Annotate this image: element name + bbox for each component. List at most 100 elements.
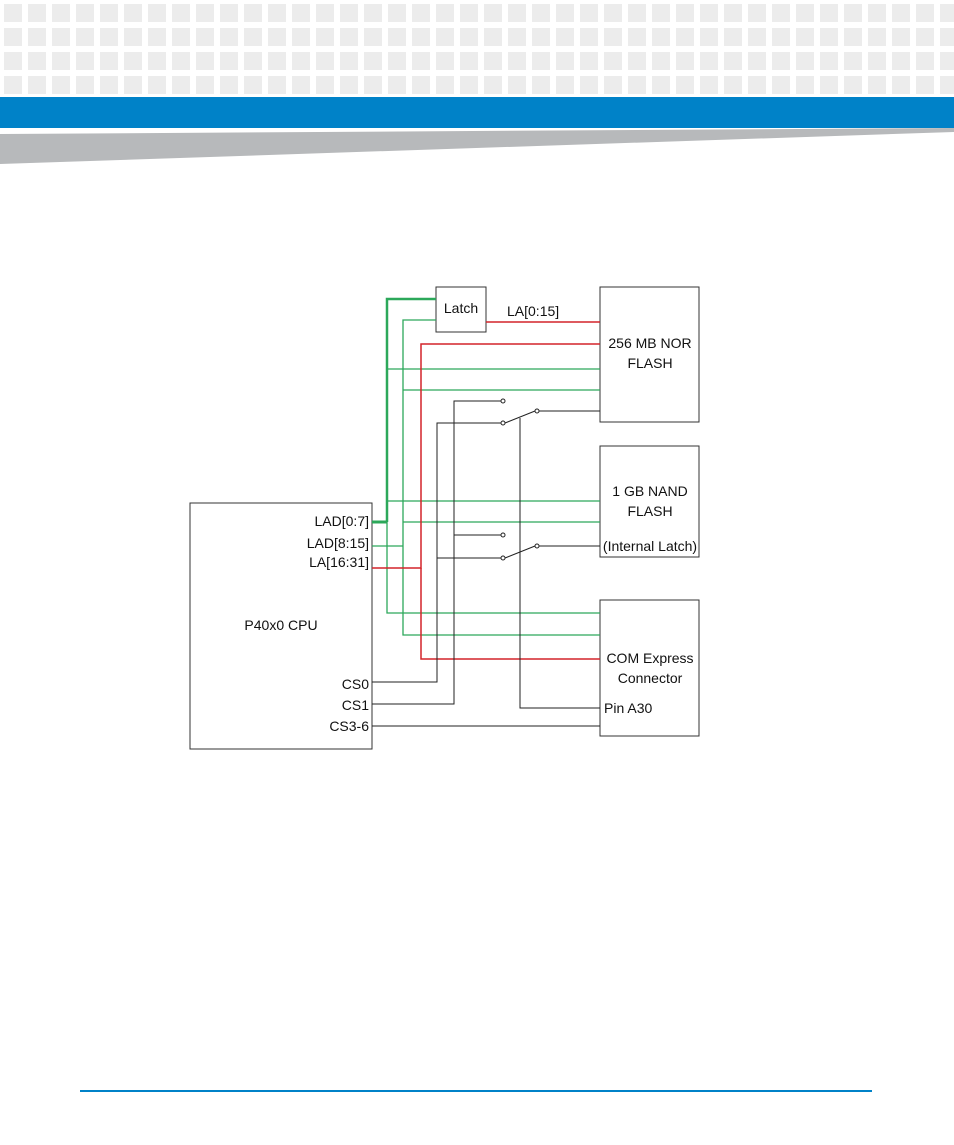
header-pattern-square: [100, 52, 118, 70]
lad-8-15-bus: [372, 319, 600, 636]
header-pattern-square: [820, 52, 838, 70]
header-pattern-square: [532, 28, 550, 46]
header-pattern-square: [172, 52, 190, 70]
header-pattern-square: [676, 28, 694, 46]
header-pattern-square: [436, 76, 454, 94]
footer-rule: [80, 1090, 872, 1092]
com-express-pin-a30-label: Pin A30: [604, 700, 652, 716]
header-pattern-square: [724, 76, 742, 94]
header-pattern-square: [604, 28, 622, 46]
header-pattern-square: [604, 4, 622, 22]
header-pattern-square: [820, 28, 838, 46]
header-pattern-square: [196, 4, 214, 22]
header-pattern-square: [700, 28, 718, 46]
header-pattern-square: [196, 52, 214, 70]
header-pattern-square: [484, 52, 502, 70]
header-pattern-square: [220, 4, 238, 22]
header-pattern-square: [244, 4, 262, 22]
header-pattern-square: [748, 28, 766, 46]
header-pattern-square: [868, 4, 886, 22]
header-pattern-square: [796, 4, 814, 22]
header-pattern-square: [4, 28, 22, 46]
header-pattern-square: [148, 4, 166, 22]
pin-la-16-31-label: LA[16:31]: [309, 554, 369, 570]
header-pattern-square: [580, 4, 598, 22]
header-pattern-square: [364, 76, 382, 94]
header-pattern-square: [172, 4, 190, 22]
header-pattern-square: [940, 52, 954, 70]
header-pattern-square: [148, 76, 166, 94]
header-pattern-square: [412, 52, 430, 70]
header-pattern-square: [940, 76, 954, 94]
header-pattern-square: [772, 28, 790, 46]
nor-flash-label-line1: 256 MB NOR: [608, 335, 691, 351]
header-pattern-square: [748, 4, 766, 22]
header-pattern-square: [940, 4, 954, 22]
header-pattern-square: [148, 28, 166, 46]
header-pattern-square: [772, 76, 790, 94]
latch-output-label: LA[0:15]: [507, 303, 559, 319]
header-pattern-square: [388, 76, 406, 94]
header-pattern-square: [244, 52, 262, 70]
header-pattern-square: [172, 28, 190, 46]
header-pattern-square: [388, 28, 406, 46]
header-square-pattern: [4, 4, 954, 94]
header-pattern-square: [316, 76, 334, 94]
header-pattern-square: [292, 52, 310, 70]
header-pattern-square: [172, 76, 190, 94]
header-pattern-square: [628, 52, 646, 70]
switch-contacts: [500, 398, 540, 561]
header-pattern-square: [700, 52, 718, 70]
header-pattern-square: [220, 52, 238, 70]
com-express-label-line2: Connector: [618, 670, 683, 686]
header-pattern-square: [508, 4, 526, 22]
header-pattern-square: [868, 76, 886, 94]
header-pattern-square: [124, 76, 142, 94]
header-pattern-square: [820, 76, 838, 94]
header-pattern-square: [484, 4, 502, 22]
header-pattern-square: [76, 4, 94, 22]
header-pattern-square: [532, 52, 550, 70]
header-pattern-square: [412, 4, 430, 22]
header-pattern-square: [52, 76, 70, 94]
header-pattern-square: [412, 28, 430, 46]
header-pattern-square: [676, 4, 694, 22]
header-pattern-square: [820, 4, 838, 22]
header-pattern-square: [748, 76, 766, 94]
header-pattern-square: [220, 28, 238, 46]
header-pattern-square: [604, 52, 622, 70]
header-pattern-square: [316, 52, 334, 70]
header-pattern-square: [436, 4, 454, 22]
header-pattern-square: [148, 52, 166, 70]
header-pattern-square: [460, 28, 478, 46]
header-pattern-square: [508, 52, 526, 70]
header-pattern-square: [76, 28, 94, 46]
header-pattern-square: [724, 28, 742, 46]
header-pattern-square: [844, 28, 862, 46]
header-pattern-square: [724, 52, 742, 70]
header-pattern-square: [844, 76, 862, 94]
header-pattern-square: [508, 28, 526, 46]
header-pattern-square: [556, 76, 574, 94]
header-pattern-square: [580, 52, 598, 70]
header-pattern-square: [916, 52, 934, 70]
header-pattern-square: [436, 52, 454, 70]
header-pattern-square: [340, 28, 358, 46]
header-pattern-square: [844, 52, 862, 70]
header-pattern-square: [844, 4, 862, 22]
header-pattern-square: [340, 76, 358, 94]
pin-cs3-6-label: CS3-6: [329, 718, 369, 734]
header-pattern-square: [676, 52, 694, 70]
header-pattern-square: [340, 52, 358, 70]
cpu-box: [189, 502, 373, 750]
header-pattern-square: [940, 28, 954, 46]
header-pattern-square: [916, 28, 934, 46]
com-express-label-line1: COM Express: [606, 650, 693, 666]
header-pattern-square: [52, 52, 70, 70]
com-express-box: [599, 599, 700, 737]
header-pattern-square: [556, 52, 574, 70]
header-pattern-square: [364, 4, 382, 22]
header-pattern-square: [700, 76, 718, 94]
header-pattern-square: [556, 28, 574, 46]
